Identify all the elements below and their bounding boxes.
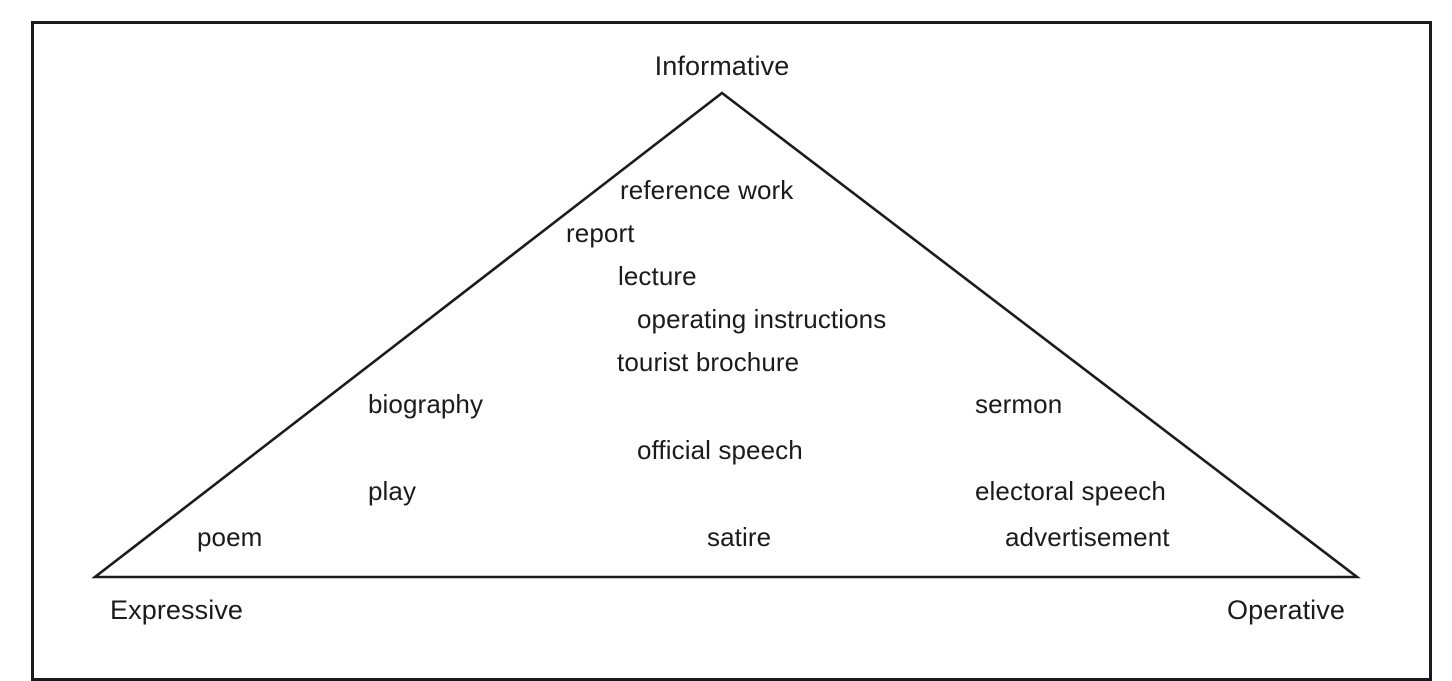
text-type-label: play: [368, 476, 417, 506]
vertex-label-operative: Operative: [1227, 595, 1345, 625]
text-type-label: official speech: [637, 435, 803, 465]
vertex-label-informative: Informative: [654, 51, 790, 81]
text-type-label: reference work: [620, 175, 794, 205]
text-type-label: lecture: [618, 261, 697, 291]
text-type-label: poem: [197, 522, 263, 552]
text-type-label: biography: [368, 389, 484, 419]
text-type-label: electoral speech: [975, 476, 1166, 506]
text-type-label: operating instructions: [637, 304, 887, 334]
text-type-label: satire: [707, 522, 772, 552]
vertex-label-expressive: Expressive: [110, 595, 244, 625]
text-type-label: advertisement: [1005, 522, 1170, 552]
figure-root: Informative Expressive Operative referen…: [31, 21, 1432, 681]
text-type-label: report: [566, 218, 635, 248]
text-type-label: sermon: [975, 389, 1063, 419]
text-type-label: tourist brochure: [617, 347, 800, 377]
